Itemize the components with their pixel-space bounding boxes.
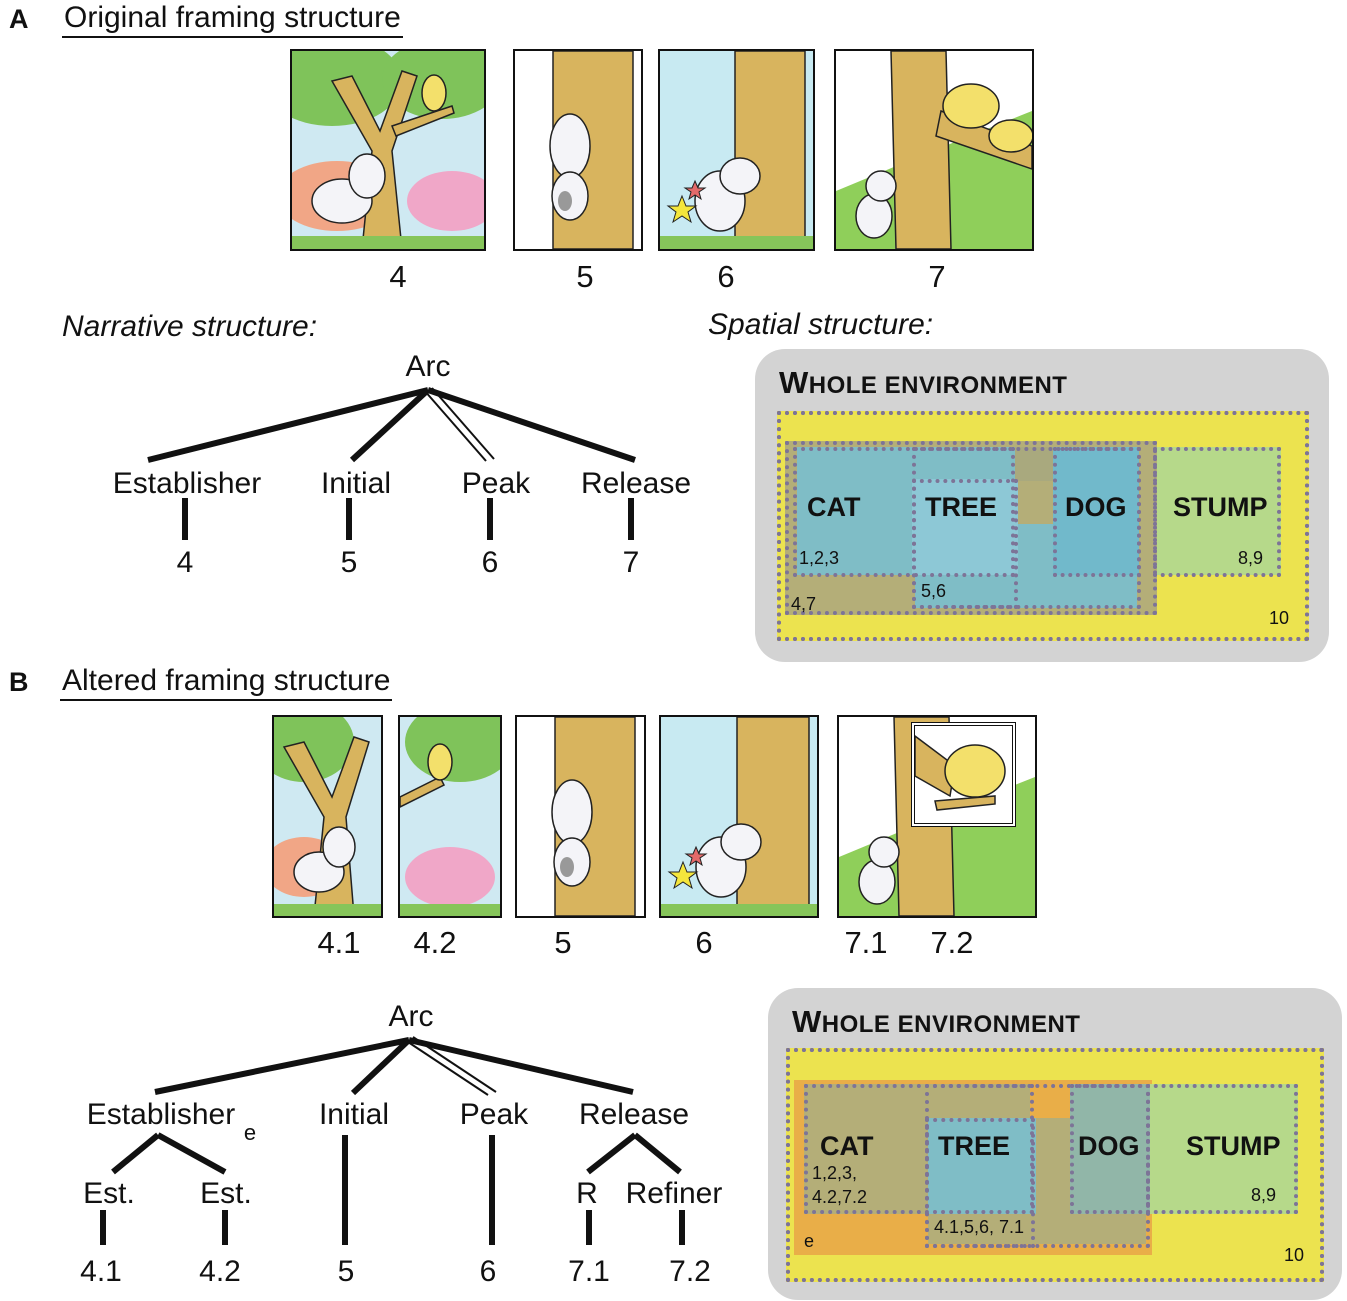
dog-label: DOG: [1078, 1131, 1140, 1161]
tree-label: TREE: [938, 1131, 1011, 1161]
cat-closeup-inset-panel: [911, 722, 1016, 827]
panel-label: 4: [389, 259, 407, 294]
narrative-structure-heading: Narrative structure:: [62, 310, 318, 343]
narrative-tree-a: Arc Establisher Initial Peak Release 4 5…: [113, 350, 691, 579]
tree-leaf: 7.1: [568, 1255, 610, 1288]
tree-leaf: 4.1: [80, 1255, 122, 1288]
section-b-title: Altered framing structure: [60, 665, 393, 701]
tree-leaf: 5: [338, 1255, 355, 1288]
panel-label: 5: [554, 925, 572, 960]
tree-node: Peak: [462, 467, 531, 500]
tree-root: Arc: [406, 350, 451, 383]
tree-lower-numbers: 5,6: [921, 581, 947, 601]
tree-subnode: Refiner: [626, 1177, 723, 1210]
dog-climbing-tree-panel: [515, 715, 646, 918]
tree-node: Establisher: [113, 467, 261, 500]
tree-top-gap: [1015, 447, 1053, 481]
dog-hitting-tree-panel: [659, 715, 819, 918]
tree-leaf: 6: [482, 546, 499, 579]
whole-region-border: [786, 1048, 1324, 1282]
cat-numbers: 1,2,3: [799, 548, 840, 568]
tree-lower-numbers: 4.1,5,6, 7.1: [934, 1217, 1025, 1237]
panel-label: 5: [576, 259, 594, 294]
cat-label: CAT: [820, 1131, 874, 1161]
panel-label: 6: [717, 259, 735, 294]
dog-label: DOG: [1065, 492, 1127, 522]
whole-environment-title: WHOLE ENVIRONMENT: [779, 365, 1068, 400]
tree-node: Initial: [321, 467, 391, 500]
panel-label: 7.1: [844, 925, 888, 960]
stump-numbers: 8,9: [1238, 548, 1264, 568]
cat-on-branch-dog-below-panel: [834, 49, 1034, 251]
tree-region: [912, 479, 1018, 575]
section-b-letter: B: [9, 667, 29, 697]
tree-region: [928, 1118, 1036, 1214]
tree-root: Arc: [389, 1000, 434, 1033]
tree-node: Establisher: [87, 1098, 235, 1131]
stump-region-border: [1153, 447, 1281, 577]
dog-climbing-tree-panel: [513, 49, 643, 251]
tree-leaf: 4.2: [199, 1255, 241, 1288]
tree-subnode: Est.: [83, 1177, 135, 1210]
cat-lower-numbers: 4,7: [791, 594, 817, 614]
narrative-tree-b: Arc Establisher Initial Peak Release e E…: [80, 1000, 723, 1288]
tree-leaf: 4: [177, 546, 194, 579]
panel-label: 4.2: [413, 925, 457, 960]
tree-leaf: 7.2: [669, 1255, 711, 1288]
e-label: e: [804, 1231, 815, 1251]
whole-environment-box-a: WHOLE ENVIRONMENT CAT TREE DOG STUMP 1,2…: [755, 349, 1329, 662]
spatial-structure-heading: Spatial structure:: [708, 308, 934, 341]
tree-subnode: R: [576, 1177, 598, 1210]
stump-region: [1146, 1084, 1298, 1214]
tree-node: Release: [581, 467, 691, 500]
panel-label: 6: [695, 925, 713, 960]
cat-in-branches-panel: [398, 715, 502, 918]
whole-region-border: [777, 411, 1309, 641]
tree-node: Initial: [319, 1098, 389, 1131]
cat-numbers-line2: 4.2,7.2: [812, 1187, 868, 1207]
dog-hitting-tree-panel: [658, 49, 815, 251]
cat-numbers-line1: 1,2,3,: [812, 1163, 858, 1183]
dog-region-border: [1053, 447, 1141, 577]
whole-environment-title: WHOLE ENVIRONMENT: [792, 1004, 1081, 1039]
whole-environment-box-b: WHOLE ENVIRONMENT CAT TREE DOG STUMP 1,2…: [768, 988, 1342, 1300]
section-a-letter: A: [9, 4, 29, 34]
tree-leaf: 5: [341, 546, 358, 579]
panel-label: 4.1: [317, 925, 361, 960]
dog-region: [1070, 1084, 1150, 1214]
tree-leaf: 6: [480, 1255, 497, 1288]
tree-leaf: 7: [623, 546, 640, 579]
tree-node: Release: [579, 1098, 689, 1131]
tree-dog-panel: [272, 715, 383, 918]
tree-subnode: Est.: [200, 1177, 252, 1210]
stump-label: STUMP: [1173, 492, 1268, 522]
section-a-title: Original framing structure: [62, 2, 403, 38]
cat-label: CAT: [807, 492, 861, 522]
stump-numbers: 8,9: [1251, 1185, 1277, 1205]
cat-upper-border: [793, 447, 1015, 577]
panel-label: 7.2: [930, 925, 974, 960]
panel-label: 7: [928, 259, 946, 294]
establisher-subscript: e: [244, 1120, 256, 1145]
dog-region: [1053, 447, 1139, 575]
stump-label: STUMP: [1186, 1131, 1281, 1161]
whole-numbers: 10: [1269, 608, 1290, 628]
whole-numbers: 10: [1284, 1245, 1305, 1265]
tree-label: TREE: [925, 492, 998, 522]
tree-node: Peak: [460, 1098, 529, 1131]
stump-region: [1153, 447, 1281, 575]
stump-region-border: [1146, 1084, 1298, 1214]
tree-dog-cat-scene-panel: [290, 49, 486, 251]
